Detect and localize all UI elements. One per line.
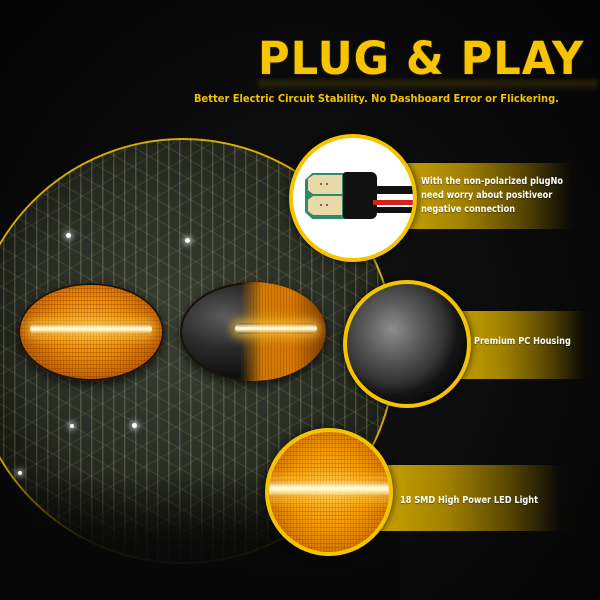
plug-contact-pad [308, 196, 342, 215]
feature-line: With the non-polarized plugNo [421, 176, 564, 187]
feature-line: need worry about positiveor [421, 190, 553, 201]
led-beam [235, 322, 318, 335]
plug-wire [373, 186, 413, 194]
led-light-icon [265, 428, 393, 556]
plug-contact-pad [308, 175, 342, 194]
plug-wire-red [373, 200, 413, 205]
subtitle: Better Electric Circuit Stability. No Da… [194, 92, 559, 105]
feature-text-housing: Premium PC Housing [474, 336, 571, 347]
smoked-lens-lamp-image [180, 282, 326, 381]
glow-dot [185, 238, 190, 243]
feature-bar-housing [455, 311, 595, 379]
plug-housing [343, 172, 377, 219]
feature-text-plug: With the non-polarized plugNo need worry… [421, 175, 563, 217]
title-reflection [258, 80, 598, 92]
glow-dot [132, 423, 137, 428]
pc-housing-icon [343, 280, 471, 408]
led-beam [29, 323, 153, 335]
page-title: PLUG & PLAY [258, 32, 585, 85]
plug-wire [373, 207, 413, 213]
led-beam [269, 480, 389, 498]
feature-bar-led [380, 465, 575, 531]
glow-dot [70, 424, 74, 428]
feature-line: negative connection [421, 204, 516, 215]
plug-connector-icon [289, 134, 417, 262]
glow-dot [66, 233, 71, 238]
amber-lens-lamp-image [18, 283, 164, 381]
feature-bar-plug [400, 163, 585, 229]
feature-text-led: 18 SMD High Power LED Light [400, 495, 539, 506]
